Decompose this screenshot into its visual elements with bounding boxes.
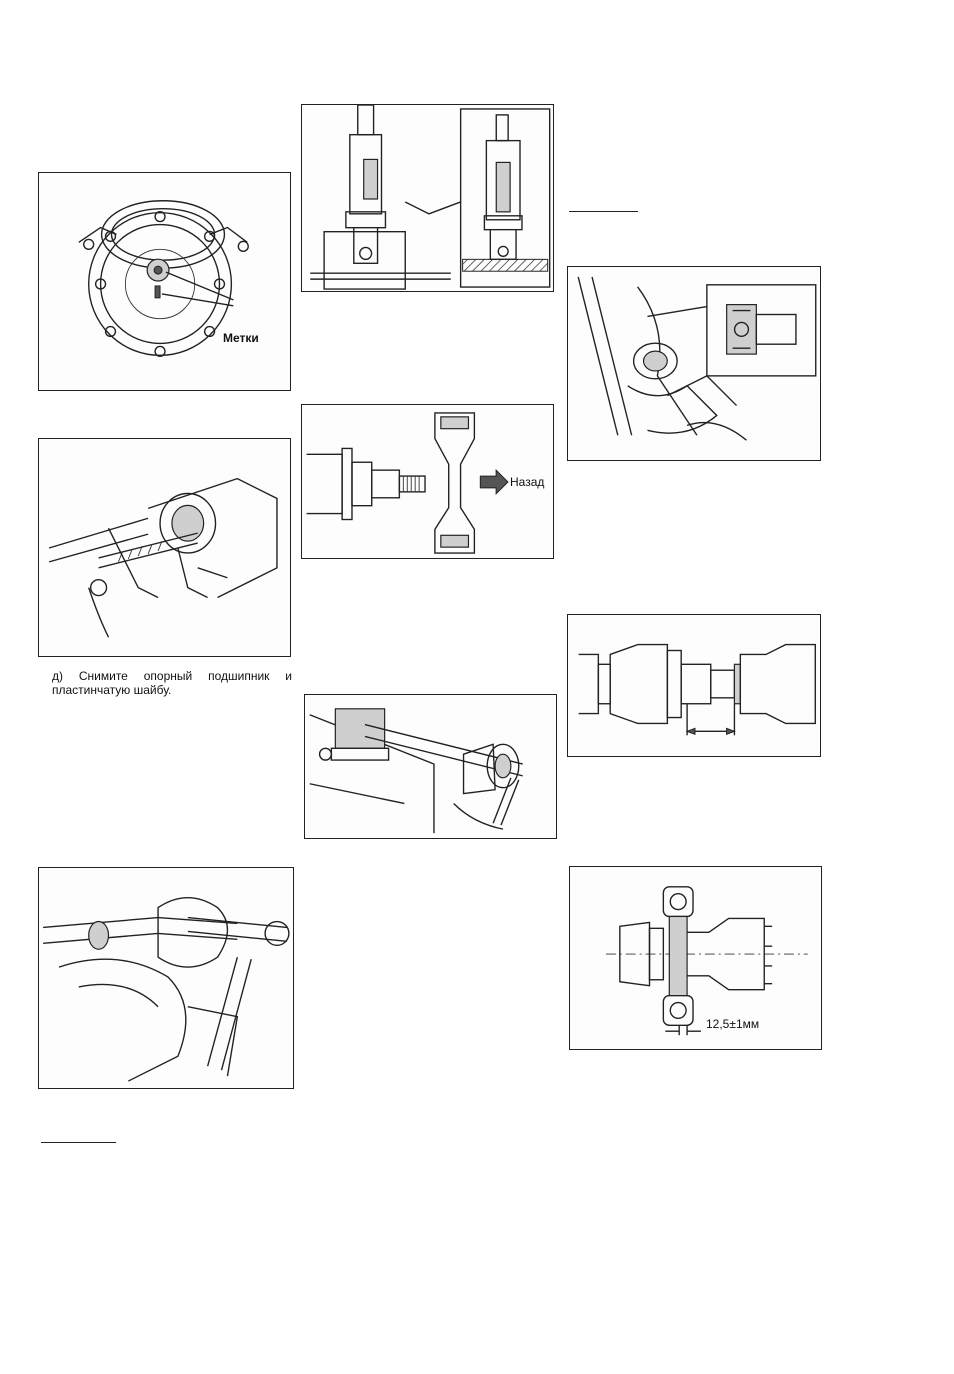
flange-marks-illustration bbox=[39, 173, 290, 390]
figure-shaft-measure bbox=[567, 614, 821, 757]
offset-dimension-label: 12,5±1мм bbox=[706, 1017, 759, 1031]
figure-yoke-direction: Назад bbox=[301, 404, 554, 559]
puller-illustration bbox=[39, 439, 290, 656]
figure-vehicle-underside bbox=[567, 266, 821, 461]
back-label: Назад bbox=[510, 475, 544, 489]
vehicle-underside-illustration bbox=[568, 267, 820, 460]
marks-label: Метки bbox=[223, 331, 259, 345]
shaft-measure-illustration bbox=[568, 615, 820, 756]
figure-flange-marks: Метки bbox=[38, 172, 291, 391]
figure-vise-wrench bbox=[304, 694, 557, 839]
figure-press-shaft bbox=[301, 104, 554, 292]
hands-wrench-illustration bbox=[39, 868, 293, 1088]
step-caption: д) Снимите опорный подшипник и пластинча… bbox=[52, 669, 292, 697]
figure-hands-wrench bbox=[38, 867, 294, 1089]
vise-wrench-illustration bbox=[305, 695, 556, 838]
section-rule-bottom bbox=[41, 1142, 116, 1143]
figure-bearing-offset: 12,5±1мм bbox=[569, 866, 822, 1050]
section-rule-top bbox=[569, 211, 638, 212]
figure-puller bbox=[38, 438, 291, 657]
bearing-offset-illustration bbox=[570, 867, 821, 1049]
press-shaft-illustration bbox=[302, 105, 553, 291]
